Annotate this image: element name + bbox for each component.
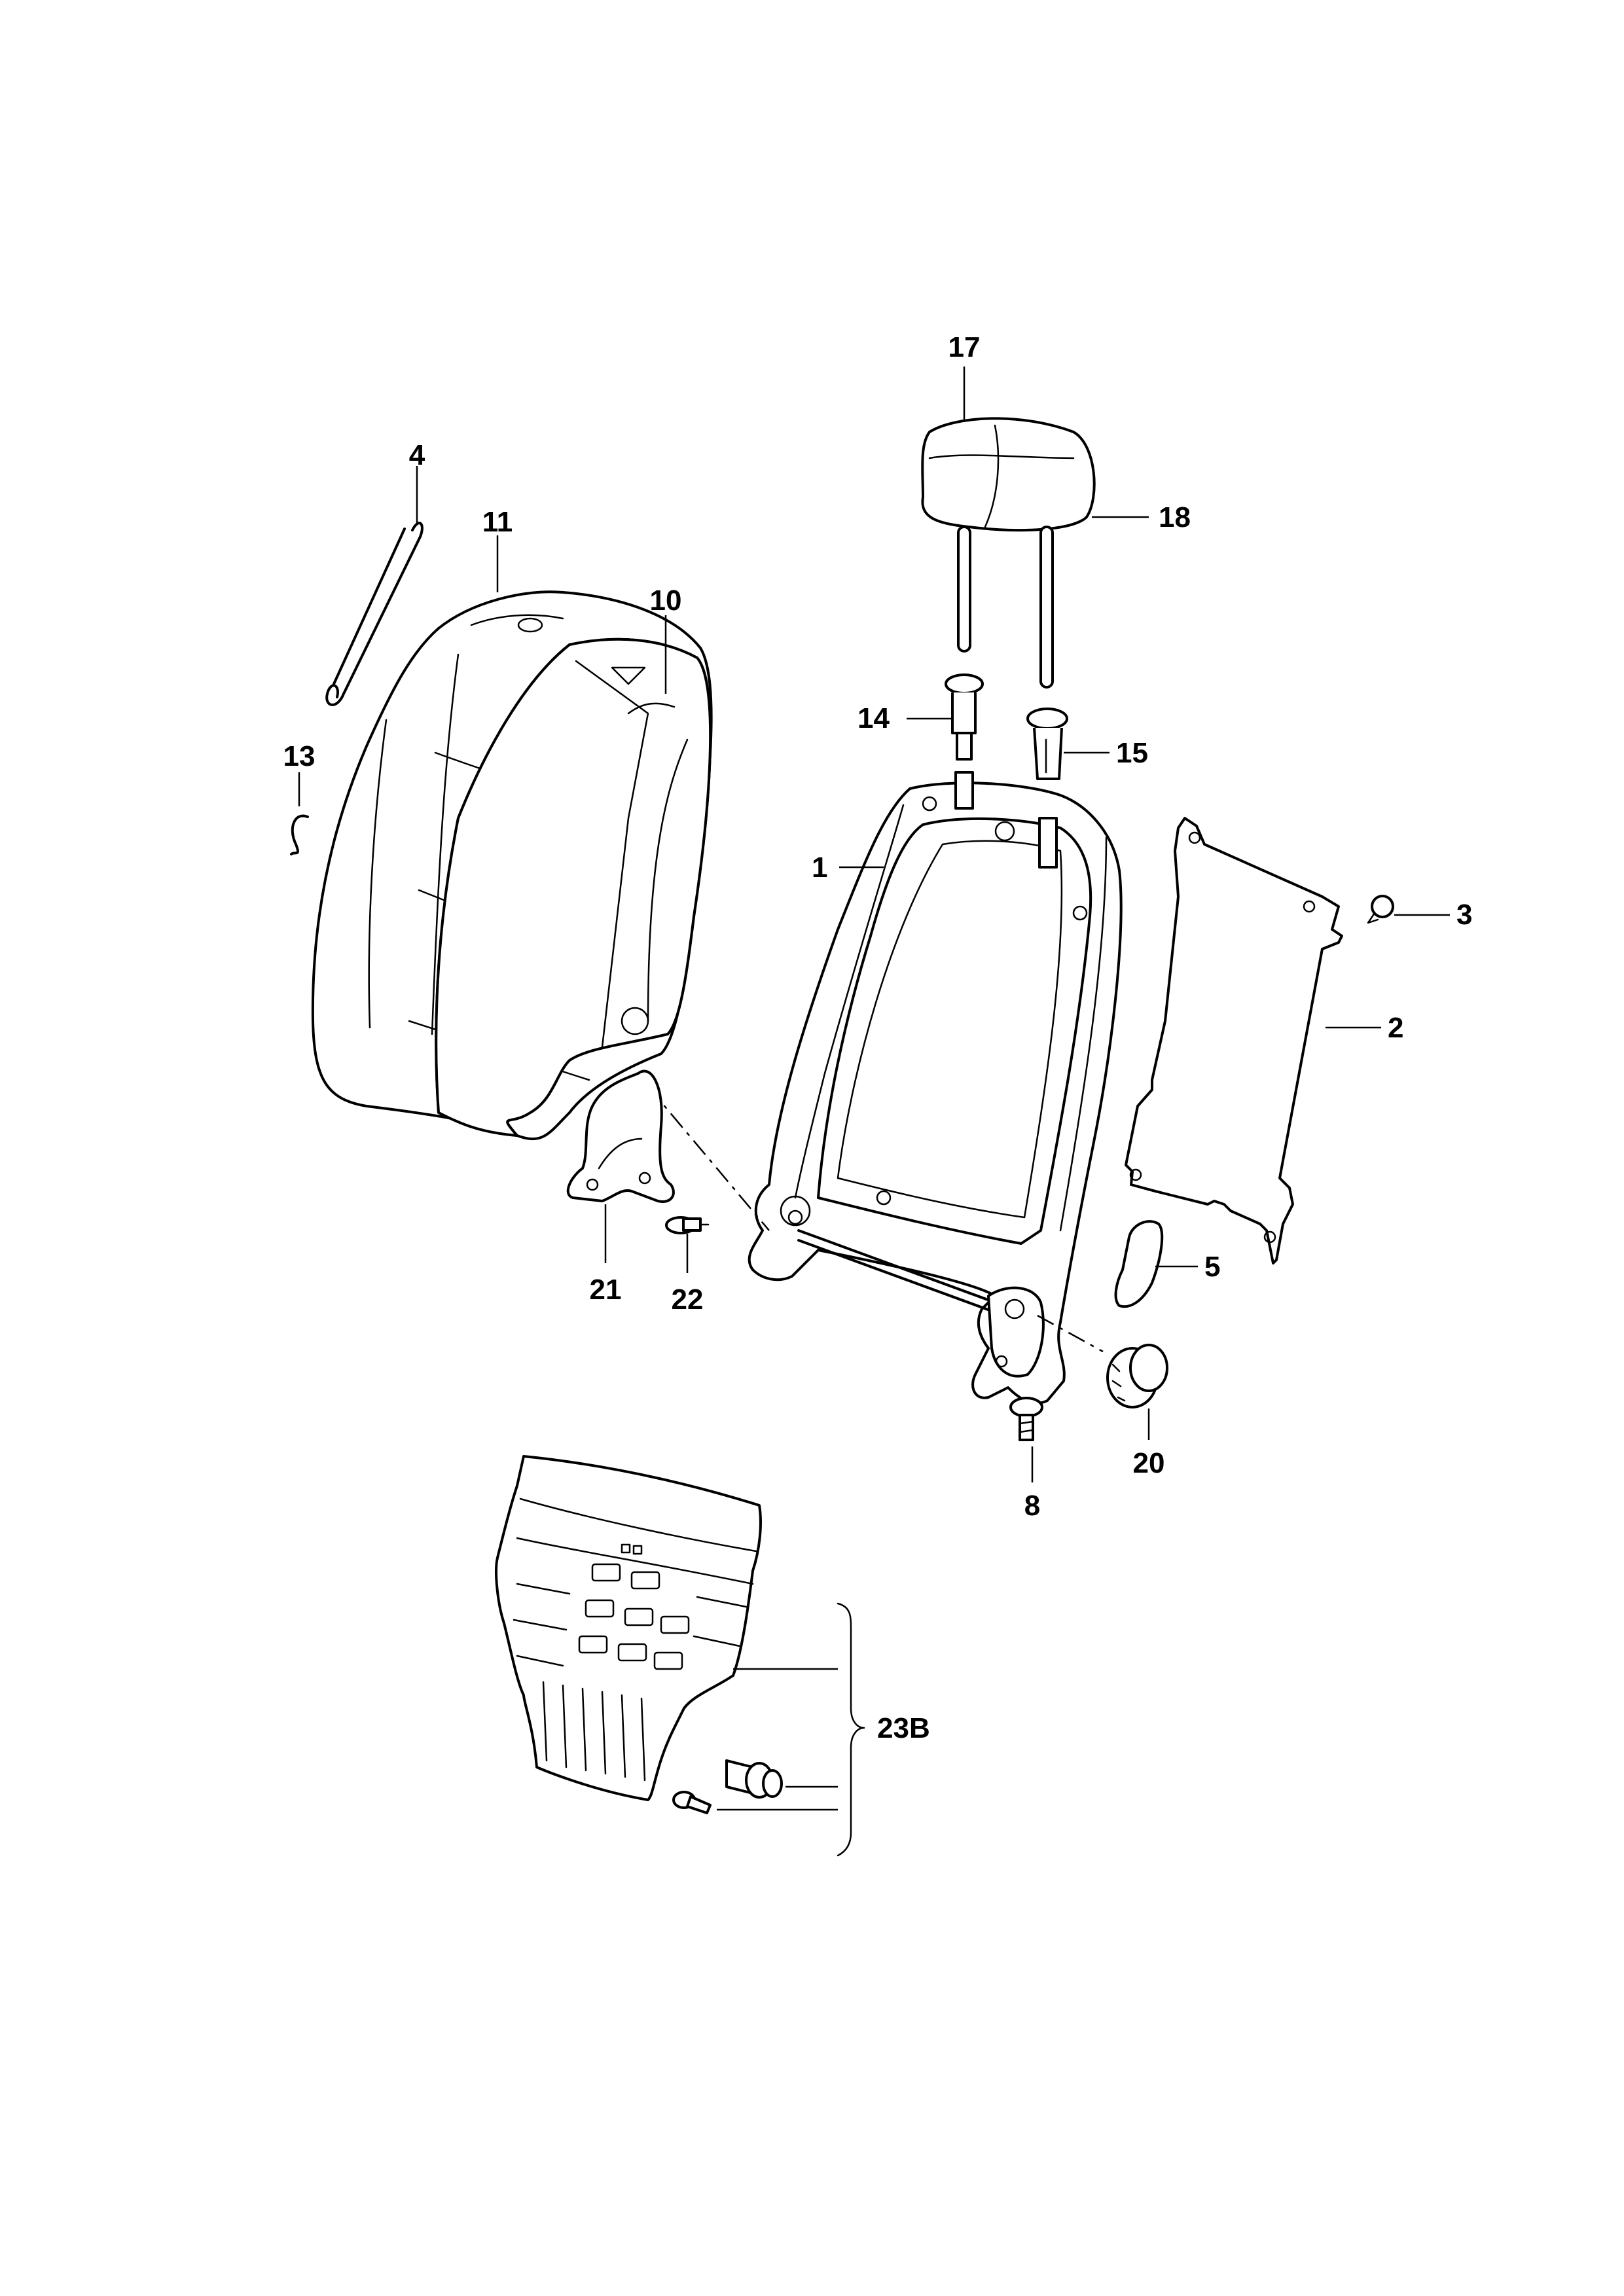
callout-17: 17 (948, 331, 981, 363)
callout-20: 20 (1133, 1447, 1165, 1479)
recliner-knob-part (1106, 1344, 1168, 1408)
lumbar-knob-part (725, 1759, 783, 1799)
back-cover-part (435, 637, 712, 1137)
callout-3: 3 (1456, 899, 1472, 931)
clip-3-part (1367, 895, 1394, 924)
screw-22-part (665, 1216, 710, 1234)
callout-2: 2 (1388, 1012, 1403, 1044)
callout-18: 18 (1159, 501, 1191, 533)
bracket (837, 1602, 865, 1857)
callout-11: 11 (482, 506, 513, 538)
guide-15-part (1026, 708, 1068, 780)
wire-part (325, 522, 424, 706)
callout-10: 10 (650, 584, 682, 617)
callout-5: 5 (1204, 1251, 1220, 1283)
guide-14-part (945, 673, 984, 761)
lumbar-screw-part (672, 1791, 712, 1814)
lumbar-mat-part (495, 1455, 762, 1801)
axis-line-left (647, 1086, 770, 1231)
callout-14: 14 (857, 702, 890, 734)
frame-part (748, 771, 1123, 1405)
clip-part (290, 814, 309, 855)
bolt-8-part (1009, 1397, 1043, 1441)
callout-4: 4 (409, 439, 425, 471)
callout-21: 21 (590, 1274, 622, 1306)
back-panel-part (1125, 817, 1343, 1265)
callout-23b: 23B (877, 1712, 930, 1744)
callout-22: 22 (672, 1283, 704, 1316)
callout-1: 1 (812, 852, 827, 884)
headrest-part (921, 417, 1096, 689)
axis-line-right (1037, 1314, 1104, 1353)
side-trim-part (566, 1069, 675, 1203)
trim-5-part (1114, 1220, 1164, 1308)
callout-8: 8 (1024, 1490, 1040, 1522)
callout-13: 13 (283, 740, 316, 772)
callout-15: 15 (1116, 737, 1148, 769)
